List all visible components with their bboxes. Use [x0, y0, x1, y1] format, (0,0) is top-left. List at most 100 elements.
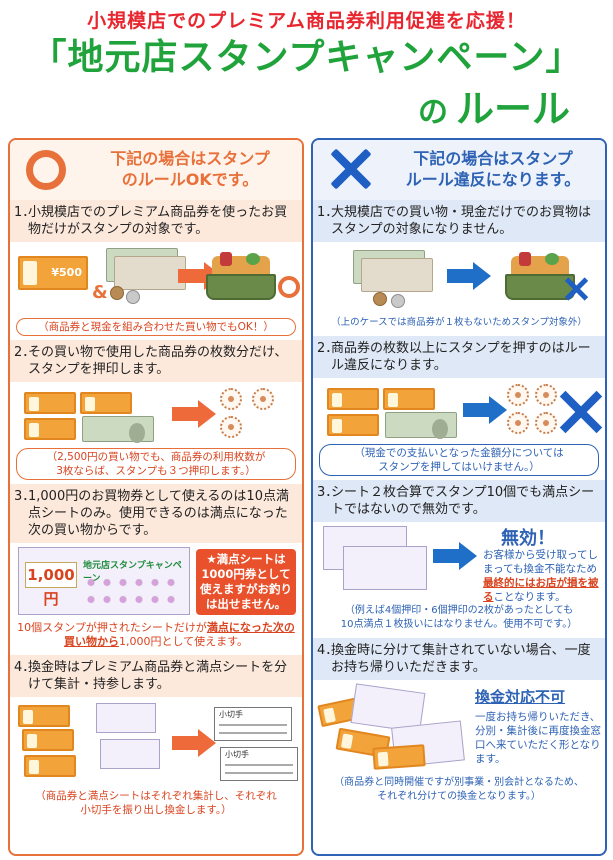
ng-step4-desc: 一度お持ち帰りいただき、分別・集計後に再度換金窓口へ来ていただく形となります。 — [475, 711, 601, 765]
ok-step1-note: （商品券と現金を組み合わせた買い物でもOK！） — [16, 318, 296, 336]
circle-ok-icon — [26, 150, 66, 190]
coin-icon — [110, 286, 124, 300]
ok-step3-note-em: 満点になった次の買い物から — [63, 621, 295, 648]
ok-title-line2: のルールOKです。 — [121, 170, 259, 189]
ng-step3-illustration: 無効！ お客様から受け取ってしまっても換金不能なため最終的にはお店が損を被ること… — [313, 522, 605, 604]
ok-step1-text: 小規模店でのプレミアム商品券を使ったお買物だけがスタンプの対象です。 — [28, 205, 288, 237]
coin-icon — [391, 294, 405, 308]
ticket-icon — [24, 755, 76, 777]
cheque-label: 小切手 — [225, 750, 249, 759]
arrow-right-icon — [433, 542, 477, 570]
stamp-icon — [535, 412, 557, 434]
ok-step2-illustration — [10, 382, 302, 446]
ok-step4-note-line1: （商品券と満点シートはそれぞれ集計し、それぞれ — [35, 790, 277, 802]
arrow-right-icon — [463, 396, 507, 424]
ok-panel-header: 下記の場合はスタンプ のルールOKです。 — [10, 140, 302, 200]
sheet-value: 1,000円 — [25, 562, 77, 608]
ng-step2-text: 商品券の枚数以上にスタンプを押すのはルール違反になります。 — [331, 341, 591, 373]
ok-step1: 1．小規模店でのプレミアム商品券を使ったお買物だけがスタンプの対象です。 — [10, 200, 302, 242]
shopping-basket-icon — [206, 252, 276, 300]
stamp-sheet: 1,000円 地元店スタンプキャンペーン — [18, 547, 190, 615]
ng-title-line1: 下記の場合はスタンプ — [413, 149, 573, 168]
ng-panel-title: 下記の場合はスタンプ ルール違反になります。 — [383, 148, 603, 190]
circle-ok-icon — [278, 276, 300, 298]
banknote-icon — [385, 412, 457, 439]
ng-step4-note-line1: （商品券と同時開催ですが別事業・別会計となるため、 — [334, 777, 584, 788]
ticket-icon — [372, 744, 426, 770]
cheque-icon: 小切手 — [214, 707, 292, 741]
banknote-icon — [361, 258, 433, 292]
ng-step4: 4．換金時に分けて集計されていない場合、一度お持ち帰りいただきます。 — [313, 638, 605, 680]
ng-step4-illustration: 換金対応不可 一度お持ち帰りいただき、分別・集計後に再度換金窓口へ来ていただく形… — [313, 680, 605, 776]
invalid-label: 無効！ — [501, 528, 555, 549]
ok-step3-text: 1,000円のお買物券として使えるのは10点満点シートのみ。使用できるのは満点に… — [28, 489, 289, 538]
ok-step4-note: （商品券と満点シートはそれぞれ集計し、それぞれ小切手を振り出し換金します。） — [10, 789, 302, 819]
ticket-icon — [327, 388, 379, 410]
ok-step2-note-line1: （2,500円の買い物でも、商品券の利用枚数が — [46, 451, 266, 463]
ok-step4-note-line2: 小切手を振り出し換金します。） — [80, 804, 232, 816]
ng-step1-text: 大規模店での買い物・現金だけでのお買物はスタンプの対象になりません。 — [331, 205, 592, 237]
stamp-icon — [252, 388, 274, 410]
ticket-icon — [383, 388, 435, 410]
banknote-icon — [82, 416, 154, 443]
ok-step3-note-part2: 1,000円として使えます。 — [118, 635, 249, 648]
ng-step4-text: 換金時に分けて集計されていない場合、一度お持ち帰りいただきます。 — [331, 643, 591, 675]
ok-step4: 4．換金時はプレミアム商品券と満点シートを分けて集計・持参します。 — [10, 655, 302, 697]
cross-ng-icon — [565, 278, 587, 300]
ok-step1-num: 1． — [14, 205, 36, 220]
cheque-icon: 小切手 — [220, 747, 298, 781]
stamp-icon — [507, 412, 529, 434]
stamp-sheet — [343, 546, 427, 590]
ok-step2-num: 2． — [14, 345, 36, 360]
ticket-icon — [22, 729, 74, 751]
ng-step3-desc-part1: お客様から受け取ってしまっても換金不能なため — [483, 549, 598, 575]
ok-step4-text: 換金時はプレミアム商品券と満点シートを分けて集計・持参します。 — [28, 660, 288, 692]
ng-panel-header: 下記の場合はスタンプ ルール違反になります。 — [313, 140, 605, 200]
ng-step3-desc: お客様から受け取ってしまっても換金不能なため最終的にはお店が損を被ることなります… — [483, 548, 601, 604]
ticket-icon — [18, 705, 70, 727]
ng-step3-desc-part2: ことなります。 — [493, 591, 566, 603]
ng-step2-note: （現金での支払いとなった金額分についてはスタンプを押してはいけません。） — [319, 444, 599, 476]
ng-panel: 下記の場合はスタンプ ルール違反になります。 1．大規模店での買い物・現金だけで… — [311, 138, 607, 856]
header-rule: のルール — [0, 86, 600, 136]
ng-step4-num: 4． — [317, 643, 339, 658]
ampersand-text: & — [92, 282, 108, 303]
cross-ng-icon — [327, 146, 373, 192]
ok-step2-text: その買い物で使用した商品券の枚数分だけ、スタンプを押印します。 — [28, 345, 288, 377]
ng-step1-illustration — [313, 242, 605, 316]
ticket-icon — [24, 392, 76, 414]
ng-step1-note: （上のケースでは商品券が１枚もないためスタンプ対象外） — [331, 317, 587, 328]
ok-step2-note-line2: 3枚ならば、スタンプも３つ押印します。） — [56, 465, 256, 477]
header-rule-no: の — [417, 95, 448, 130]
stamp-icon — [507, 384, 529, 406]
ng-step3-note-line2: 10点満点１枚扱いにはなりません。使用不可です。） — [340, 619, 578, 630]
banknote-icon — [114, 256, 186, 290]
ticket-icon — [24, 418, 76, 440]
ng-step3-text: シート２枚合算でスタンプ10個でも満点シートではないので無効です。 — [331, 485, 595, 517]
ng-title-line2: ルール違反になります。 — [405, 170, 581, 189]
ok-panel-title: 下記の場合はスタンプ のルールOKです。 — [80, 148, 300, 190]
arrow-right-icon — [172, 400, 216, 428]
ok-step2: 2．その買い物で使用した商品券の枚数分だけ、スタンプを押印します。 — [10, 340, 302, 382]
ok-step3-callout: ★満点シートは1000円券として使えますがお釣りは出せません。 — [196, 549, 296, 615]
ok-step3-note-part1: 10個スタンプが押されたシートだけが — [17, 621, 207, 634]
ng-step2-illustration — [313, 378, 605, 442]
arrow-right-icon — [172, 729, 216, 757]
stamp-icon — [220, 416, 242, 438]
header-subtitle: 小規模店でのプレミアム商品券利用促進を応援！ — [87, 10, 526, 32]
ok-step3: 3．1,000円のお買物券として使えるのは10点満点シートのみ。使用できるのは満… — [10, 484, 302, 543]
stamp-icon — [535, 384, 557, 406]
cheque-label: 小切手 — [219, 710, 243, 719]
ok-step3-illustration: 1,000円 地元店スタンプキャンペーン ★満点シートは1000円券として使えま… — [10, 543, 302, 621]
ng-step2-num: 2． — [317, 341, 339, 356]
ticket-icon — [327, 414, 379, 436]
header-title: 「地元店スタンプキャンペーン」 — [30, 37, 583, 78]
ng-step3-num: 3． — [317, 485, 339, 500]
ng-step2-note-line1: （現金での支払いとなった金額分については — [354, 447, 564, 459]
stamp-icon — [220, 388, 242, 410]
cross-ng-icon — [561, 392, 601, 432]
ok-step3-num: 3． — [14, 489, 36, 504]
ng-step3-desc-em: 最終的にはお店が損を被る — [483, 577, 599, 603]
ok-step4-num: 4． — [14, 660, 36, 675]
